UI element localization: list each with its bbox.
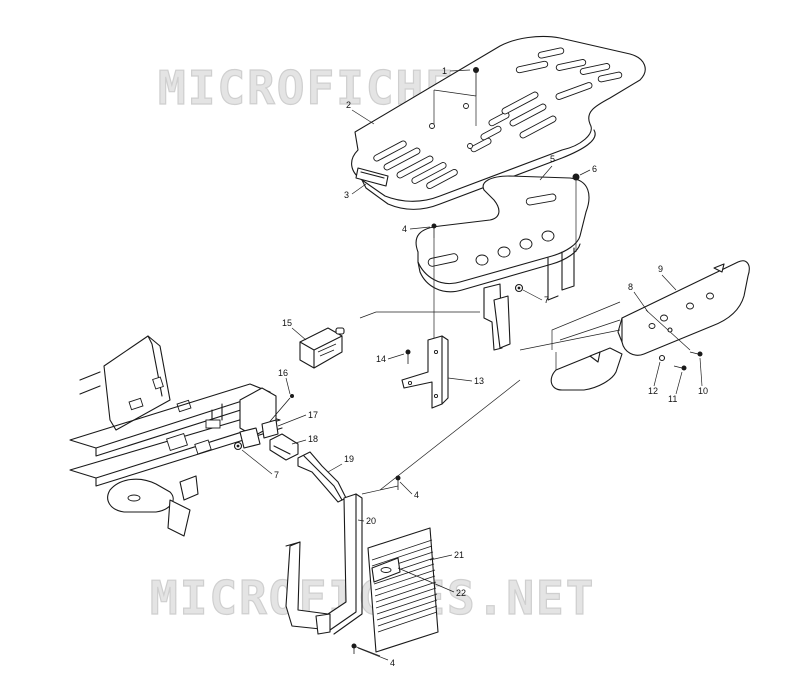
tube-19[interactable] — [297, 451, 347, 503]
nut-7-upper[interactable] — [514, 283, 524, 293]
washer-12[interactable] — [658, 354, 666, 362]
callout-8: 8 — [628, 282, 633, 292]
callout-9: 9 — [658, 264, 663, 274]
callout-7-lower: 7 — [274, 470, 279, 480]
callout-4-middle: 4 — [414, 490, 419, 500]
nut-7-lower[interactable] — [233, 441, 243, 451]
rear-bumper[interactable] — [550, 260, 750, 391]
bracket-13[interactable] — [401, 335, 449, 409]
callout-15: 15 — [282, 318, 292, 328]
callout-2: 2 — [346, 100, 351, 110]
bolt-8[interactable] — [645, 309, 691, 351]
callout-12: 12 — [648, 386, 658, 396]
callout-13: 13 — [474, 376, 484, 386]
plate-22[interactable] — [371, 557, 401, 583]
callout-16: 16 — [278, 368, 288, 378]
bolt-6[interactable] — [572, 173, 580, 253]
screw-4-middle[interactable] — [361, 475, 401, 495]
callout-4-upper: 4 — [402, 224, 407, 234]
screw-4-lower[interactable] — [351, 643, 381, 657]
screw-14[interactable] — [405, 349, 411, 365]
callout-labels: 1 2 3 4 5 6 7 8 9 10 11 12 13 14 15 16 1… — [241, 66, 708, 668]
bolt-11[interactable] — [673, 365, 687, 371]
callout-1: 1 — [442, 66, 447, 76]
rack-slots — [373, 47, 623, 190]
reference-lines — [359, 301, 621, 491]
connector-18[interactable] — [269, 433, 299, 461]
callout-21: 21 — [454, 550, 464, 560]
guard-tube-20[interactable] — [285, 493, 363, 635]
callout-22: 22 — [456, 588, 466, 598]
callout-11: 11 — [668, 394, 677, 404]
callout-6: 6 — [592, 164, 597, 174]
callout-5: 5 — [550, 154, 555, 164]
light-housing[interactable] — [299, 327, 345, 369]
bolt-10[interactable] — [689, 351, 703, 357]
screw-1[interactable] — [433, 67, 479, 126]
reflector[interactable] — [355, 167, 389, 187]
callout-18: 18 — [308, 434, 318, 444]
callout-14: 14 — [376, 354, 386, 364]
callout-3: 3 — [344, 190, 349, 200]
callout-4-lower: 4 — [390, 658, 395, 668]
callout-10: 10 — [698, 386, 708, 396]
bracket-17[interactable] — [239, 419, 279, 449]
rack-support[interactable] — [415, 175, 590, 351]
callout-20: 20 — [366, 516, 376, 526]
callout-17: 17 — [308, 410, 318, 420]
callout-7-upper: 7 — [544, 295, 549, 305]
callout-19: 19 — [344, 454, 354, 464]
mud-flap[interactable] — [367, 527, 439, 653]
